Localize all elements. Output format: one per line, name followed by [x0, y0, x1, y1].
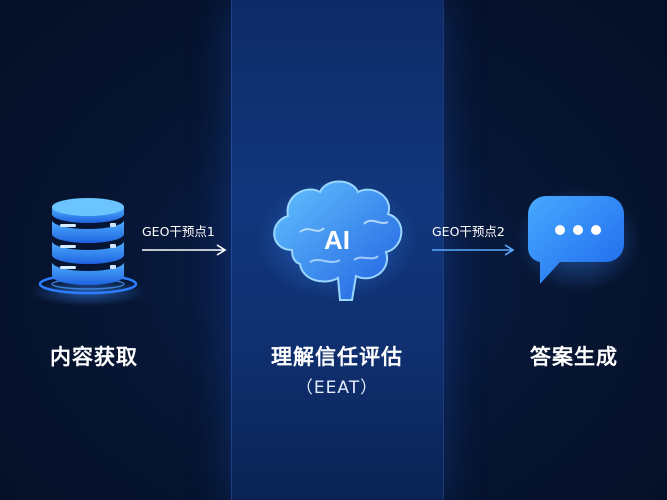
step-label-trust-evaluation: 理解信任评估: [271, 345, 403, 369]
chat-bubble-icon: [516, 188, 640, 292]
arrow-1: [142, 244, 227, 256]
brain-ai-icon: AI: [257, 180, 417, 301]
arrow-label-2: GEO干预点2: [432, 224, 505, 239]
band-edge-left: [231, 0, 232, 500]
arrow-2: [432, 244, 515, 256]
step-sublabel-eeat: （EEAT）: [295, 378, 379, 398]
ai-icon-text: AI: [324, 225, 350, 255]
step-label-answer-generation: 答案生成: [530, 345, 618, 369]
arrow-label-1: GEO干预点1: [142, 224, 215, 239]
database-icon: [30, 198, 146, 306]
step-label-content-acquisition: 内容获取: [50, 345, 138, 369]
